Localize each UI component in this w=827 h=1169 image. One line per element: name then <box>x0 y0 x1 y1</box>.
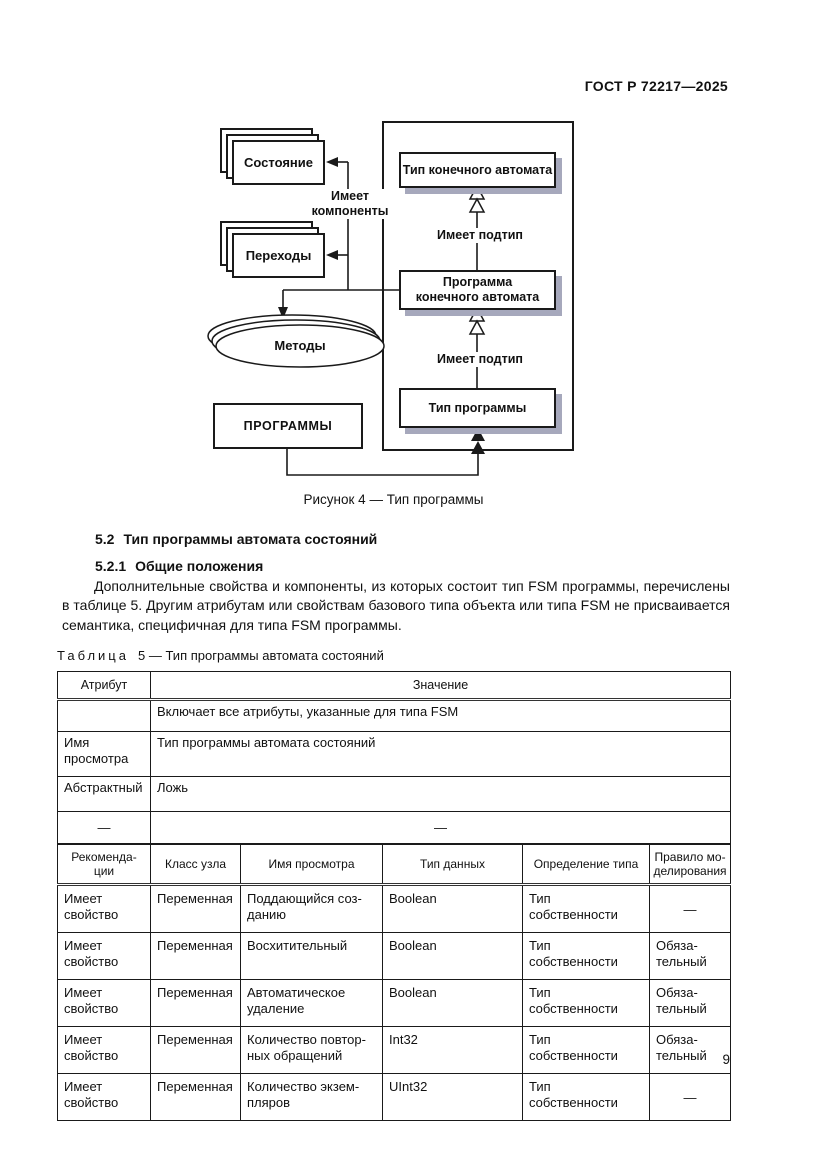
cell: UInt32 <box>382 1073 523 1121</box>
cell: Обяза- тельный <box>648 932 732 980</box>
arrowhead-to-state <box>326 157 338 167</box>
header-attribute: Атрибут <box>57 671 151 701</box>
hollow-arrowhead-fsm-program-2 <box>468 319 486 335</box>
edge-label-has-subtype-1: Имеет подтип <box>434 228 526 243</box>
table-caption-rest: 5 — Тип программы автомата состояний <box>137 648 384 663</box>
section-5-2-number: 5.2 <box>95 531 115 547</box>
cell: Обяза- тельный <box>648 979 732 1027</box>
table-row: Включает все атрибуты, указанные для тип… <box>57 699 732 732</box>
cell-attr <box>57 699 151 732</box>
program-type-node-label: Тип программы <box>428 400 527 415</box>
solid-arrowhead-program-type-2 <box>471 441 485 454</box>
subheader-modeling-rule: Правило мо- делирования <box>648 843 732 886</box>
hollow-arrowhead-fsm-type-2 <box>468 197 486 213</box>
cell: Переменная <box>150 1073 241 1121</box>
cell: — <box>648 884 732 933</box>
cell: Переменная <box>150 1026 241 1074</box>
section-5-2-1-heading: 5.2.1 Общие положения <box>95 558 263 574</box>
table-row: Имеет свойство Переменная Поддающийся со… <box>57 884 732 933</box>
subheader-type-definition: Определение типа <box>522 843 650 886</box>
edge-label-has-components: Имеет компоненты <box>305 189 395 219</box>
solid-arrowhead-program-type-1 <box>471 428 485 441</box>
cell: Поддающийся соз- данию <box>240 884 383 933</box>
cell-value: — <box>149 811 732 845</box>
table-caption-word: Таблица <box>57 648 129 663</box>
table-subheader-row: Рекоменда- ции Класс узла Имя просмотра … <box>57 843 732 886</box>
page-number: 9 <box>722 1052 730 1067</box>
cell: Переменная <box>150 979 241 1027</box>
cell-value: Включает все атрибуты, указанные для тип… <box>149 699 732 732</box>
programs-node-label: ПРОГРАММЫ <box>243 418 333 433</box>
cell: Количество повтор- ных обращений <box>240 1026 383 1074</box>
attributes-table: Атрибут Значение Включает все атрибуты, … <box>57 671 732 1121</box>
table-header-row: Атрибут Значение <box>57 671 732 701</box>
cell-attr: Имя просмотра <box>57 731 151 777</box>
cell: Имеет свойство <box>57 1026 151 1074</box>
transitions-node-label: Переходы <box>245 248 312 263</box>
arrowhead-to-transitions <box>326 250 338 260</box>
arrowhead-to-methods <box>278 307 288 319</box>
fsm-program-node-label: Программа конечного автомата <box>415 275 540 304</box>
section-5-2-heading: 5.2 Тип программы автомата состояний <box>95 531 377 547</box>
section-5-2-1-title: Общие положения <box>135 558 264 574</box>
cell: Boolean <box>382 884 523 933</box>
table-row: Имеет свойство Переменная Автоматическое… <box>57 979 732 1027</box>
cell: Тип собственности <box>522 979 650 1027</box>
section-5-2-title: Тип программы автомата состояний <box>123 531 378 547</box>
table-row: Имеет свойство Переменная Количество пов… <box>57 1026 732 1074</box>
standard-header: ГОСТ Р 72217—2025 <box>584 78 728 94</box>
methods-ellipse-stack <box>207 314 385 368</box>
transitions-node: Переходы <box>232 233 325 278</box>
cell: Обяза- тельный <box>648 1026 732 1074</box>
programs-node: ПРОГРАММЫ <box>213 403 363 449</box>
cell: Имеет свойство <box>57 979 151 1027</box>
cell-value: Тип программы автомата состояний <box>149 731 732 777</box>
table-row: Абстрактный Ложь <box>57 776 732 812</box>
cell: Автоматическое удаление <box>240 979 383 1027</box>
table-5: Атрибут Значение Включает все атрибуты, … <box>57 671 732 1121</box>
section-5-2-1-number: 5.2.1 <box>95 558 127 574</box>
fsm-program-node: Программа конечного автомата <box>399 270 556 310</box>
cell: Boolean <box>382 979 523 1027</box>
cell: Int32 <box>382 1026 523 1074</box>
cell: Тип собственности <box>522 884 650 933</box>
table-row: Имя просмотра Тип программы автомата сос… <box>57 731 732 777</box>
cell-attr: — <box>57 811 151 845</box>
cell: Количество экзем- пляров <box>240 1073 383 1121</box>
cell: Переменная <box>150 884 241 933</box>
cell-attr: Абстрактный <box>57 776 151 812</box>
cell: Имеет свойство <box>57 1073 151 1121</box>
cell: Boolean <box>382 932 523 980</box>
cell: Тип собственности <box>522 932 650 980</box>
figure-caption: Рисунок 4 — Тип программы <box>303 492 484 507</box>
program-type-node: Тип программы <box>399 388 556 428</box>
subheader-recommendations: Рекоменда- ции <box>57 843 151 886</box>
cell: Переменная <box>150 932 241 980</box>
cell-value: Ложь <box>149 776 732 812</box>
table-row: — — <box>57 811 732 845</box>
table-row: Имеет свойство Переменная Восхитительный… <box>57 932 732 980</box>
cell: Тип собственности <box>522 1073 650 1121</box>
cell: Имеет свойство <box>57 932 151 980</box>
subheader-view-name: Имя просмотра <box>240 843 383 886</box>
table-caption: Таблица 5 — Тип программы автомата состоя… <box>57 648 384 663</box>
state-node-label: Состояние <box>243 155 313 170</box>
state-node: Состояние <box>232 140 325 185</box>
cell: Восхитительный <box>240 932 383 980</box>
subheader-data-type: Тип данных <box>382 843 523 886</box>
diagram-shapes <box>207 121 574 476</box>
header-value: Значение <box>149 671 732 701</box>
fsm-type-node-label: Тип конечного автомата <box>402 162 553 177</box>
cell: Тип собственности <box>522 1026 650 1074</box>
cell: — <box>648 1073 732 1121</box>
edge-label-has-subtype-2: Имеет подтип <box>434 352 526 367</box>
table-row: Имеет свойство Переменная Количество экз… <box>57 1073 732 1121</box>
fsm-type-node: Тип конечного автомата <box>399 152 556 188</box>
cell: Имеет свойство <box>57 884 151 933</box>
body-paragraph: Дополнительные свойства и компоненты, из… <box>62 578 730 633</box>
subheader-node-class: Класс узла <box>150 843 241 886</box>
methods-node-label: Методы <box>274 338 326 353</box>
